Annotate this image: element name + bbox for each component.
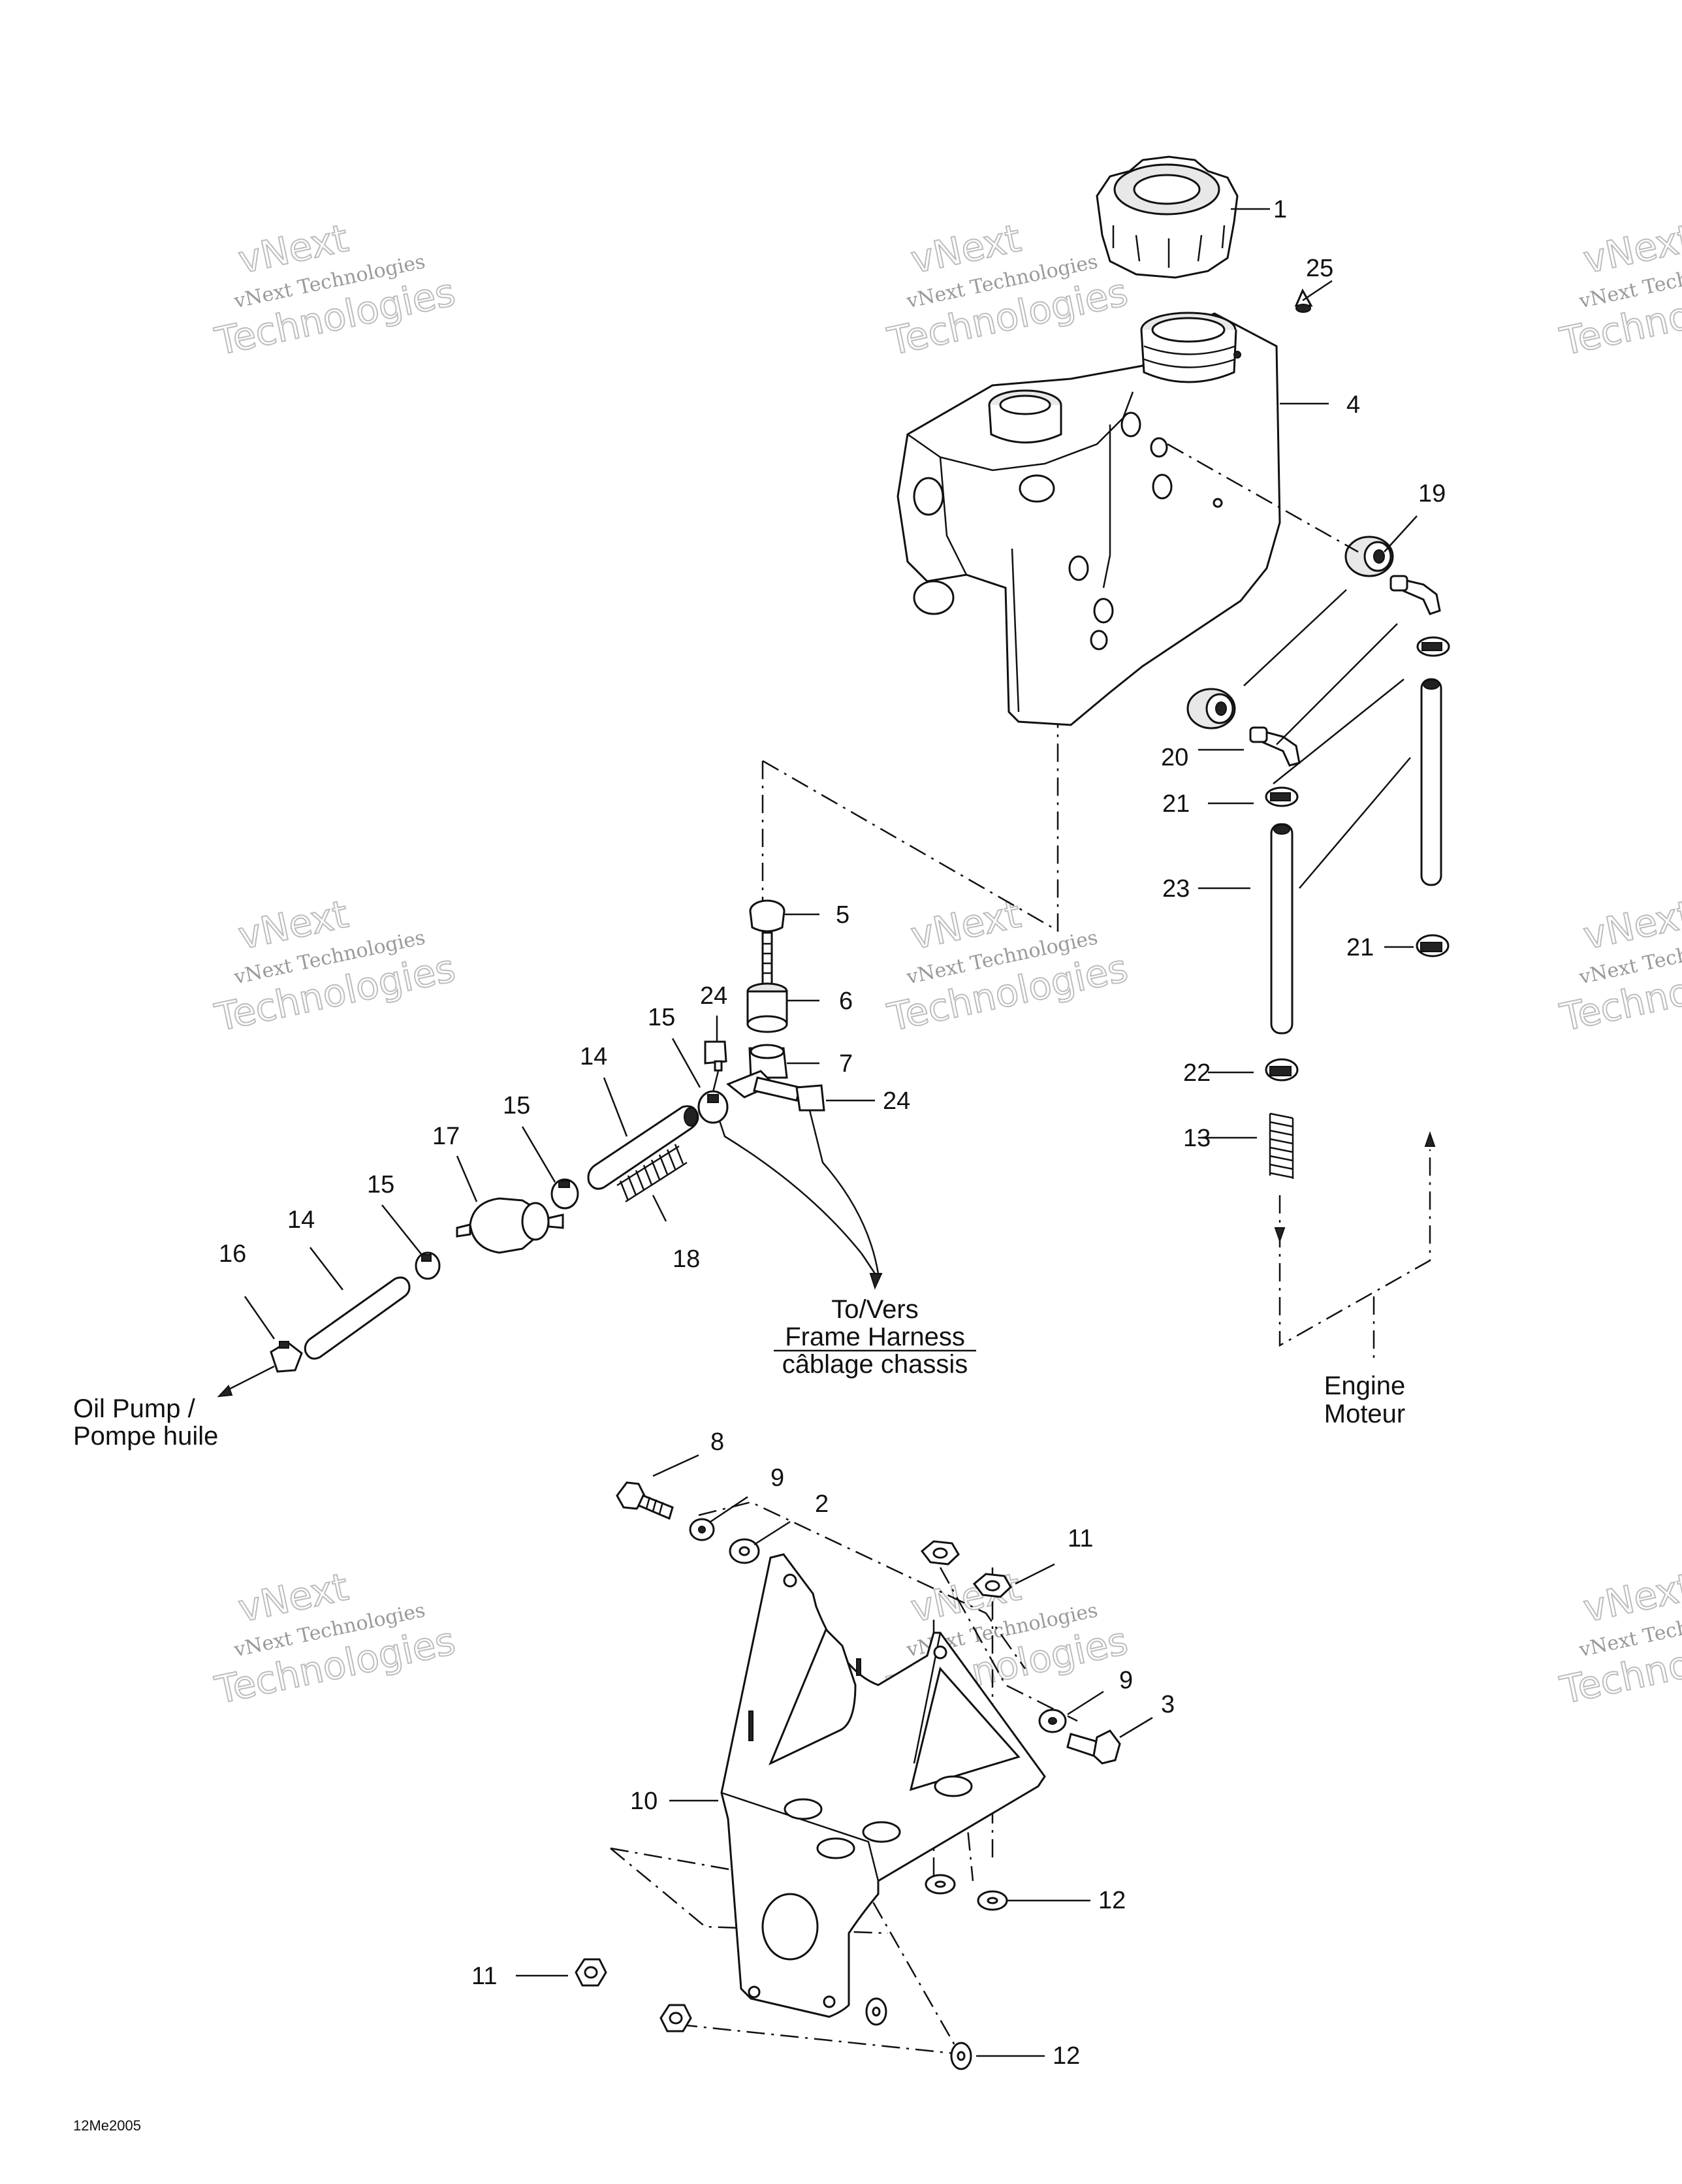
watermark: vNext vNext Technologies Technologies	[1555, 891, 1682, 1040]
drawing-code: 12Me2005	[73, 2117, 141, 2134]
mounting-bracket	[720, 1553, 1046, 2018]
clamp	[1416, 636, 1450, 657]
elbow-fitting	[1389, 575, 1441, 615]
frame-harness-label: To/Vers Frame Harness câblage chassis	[774, 1295, 976, 1379]
watermark: vNext vNext Technologies Technologies	[1555, 215, 1682, 364]
callout-10: 10	[630, 1788, 658, 1815]
callout-15: 15	[648, 1004, 675, 1031]
callout-25: 25	[1306, 255, 1333, 282]
terminal-connector	[704, 1040, 727, 1072]
callout-6: 6	[839, 988, 853, 1015]
oil-pump-line-2: Pompe huile	[73, 1422, 218, 1451]
callout-11: 11	[471, 1963, 497, 1990]
hex-nut	[659, 2004, 692, 2032]
hex-nut	[920, 1540, 960, 1566]
callout-numbers: 1 25 4 19 20 21 23 21 22 13 5 6 7 24 24 …	[219, 196, 1446, 2070]
lock-washer	[1038, 1709, 1067, 1733]
clamp	[697, 1090, 729, 1124]
callout-22: 22	[1183, 1059, 1211, 1087]
watermark: vNext vNext Technologies Technologies	[883, 215, 1132, 364]
watermark: vNext vNext Technologies Technologies	[210, 891, 460, 1040]
callout-12: 12	[1098, 1887, 1126, 1914]
clamp	[270, 1341, 303, 1373]
callout-15: 15	[367, 1171, 394, 1198]
callout-4: 4	[1346, 391, 1360, 419]
engine-line-2: Moteur	[1324, 1400, 1406, 1428]
callout-8: 8	[710, 1428, 724, 1456]
sensor-float	[746, 982, 788, 1033]
callout-15: 15	[503, 1092, 530, 1119]
hose	[1270, 823, 1293, 1035]
watermark: vNext vNext Technologies Technologies	[210, 1564, 460, 1713]
callout-13: 13	[1183, 1125, 1211, 1152]
callout-3: 3	[1161, 1691, 1175, 1718]
callout-11: 11	[1068, 1525, 1093, 1552]
callout-1: 1	[1273, 196, 1287, 223]
flat-washer	[950, 2042, 972, 2070]
wires	[710, 1070, 883, 1290]
hex-nut	[575, 1958, 607, 1987]
hex-nut	[972, 1573, 1012, 1598]
callout-12: 12	[1053, 2042, 1080, 2070]
oil-pump-label: Oil Pump / Pompe huile	[73, 1394, 218, 1451]
oil-pump-arrow	[217, 1365, 275, 1398]
callout-2: 2	[815, 1490, 829, 1518]
spring	[1269, 1112, 1294, 1179]
bolt	[1066, 1729, 1121, 1765]
clamp	[1416, 934, 1450, 957]
lock-washer	[689, 1518, 715, 1541]
oil-tank-cap	[1096, 155, 1239, 279]
callout-9: 9	[1119, 1667, 1133, 1694]
watermark: vNext vNext Technologies Technologies	[210, 215, 460, 364]
callout-24: 24	[883, 1087, 910, 1115]
hose	[1420, 678, 1442, 886]
oil-pump-line-1: Oil Pump /	[73, 1394, 196, 1423]
flat-washer	[977, 1890, 1008, 1911]
callout-20: 20	[1161, 744, 1188, 771]
guide-lines	[1243, 589, 1411, 889]
hose	[304, 1276, 411, 1360]
callout-14: 14	[287, 1206, 315, 1234]
flat-washer	[729, 1538, 760, 1564]
clamp	[1265, 1058, 1299, 1082]
elbow-fitting	[1249, 726, 1301, 767]
clamp	[550, 1178, 579, 1210]
hose	[587, 1105, 699, 1190]
inline-fuel-filter	[456, 1197, 564, 1254]
oil-tank	[897, 312, 1281, 726]
flat-washer	[925, 1874, 956, 1895]
clamp	[415, 1251, 441, 1280]
nut	[749, 899, 785, 933]
callout-24: 24	[700, 982, 727, 1010]
terminal-connector	[795, 1084, 825, 1112]
engine-label: Engine Moteur	[1324, 1372, 1406, 1428]
frame-harness-line-3: câblage chassis	[782, 1350, 968, 1379]
callout-16: 16	[219, 1240, 246, 1268]
callout-21: 21	[1346, 934, 1374, 961]
flat-washer	[865, 1997, 887, 2026]
clamp	[1265, 786, 1299, 807]
callout-leaders	[244, 208, 1418, 2057]
spring	[616, 1144, 688, 1203]
callout-9: 9	[770, 1464, 784, 1492]
callout-14: 14	[580, 1043, 607, 1070]
grommet	[1186, 688, 1236, 730]
callout-19: 19	[1418, 480, 1446, 507]
grommet	[1344, 536, 1394, 577]
frame-harness-line-2: Frame Harness	[785, 1323, 965, 1351]
oil-level-sensor	[726, 1044, 801, 1102]
bolt	[616, 1481, 674, 1520]
callout-21: 21	[1162, 790, 1190, 818]
engine-line-1: Engine	[1324, 1372, 1406, 1400]
frame-harness-line-1: To/Vers	[831, 1295, 918, 1324]
vent-fitting	[1294, 288, 1313, 313]
callout-7: 7	[839, 1050, 853, 1078]
callout-17: 17	[432, 1123, 460, 1150]
callout-23: 23	[1162, 875, 1190, 903]
callout-5: 5	[836, 901, 849, 929]
sensor-stem	[761, 931, 773, 989]
callout-18: 18	[673, 1245, 700, 1273]
watermark: vNext vNext Technologies Technologies	[1555, 1564, 1682, 1713]
